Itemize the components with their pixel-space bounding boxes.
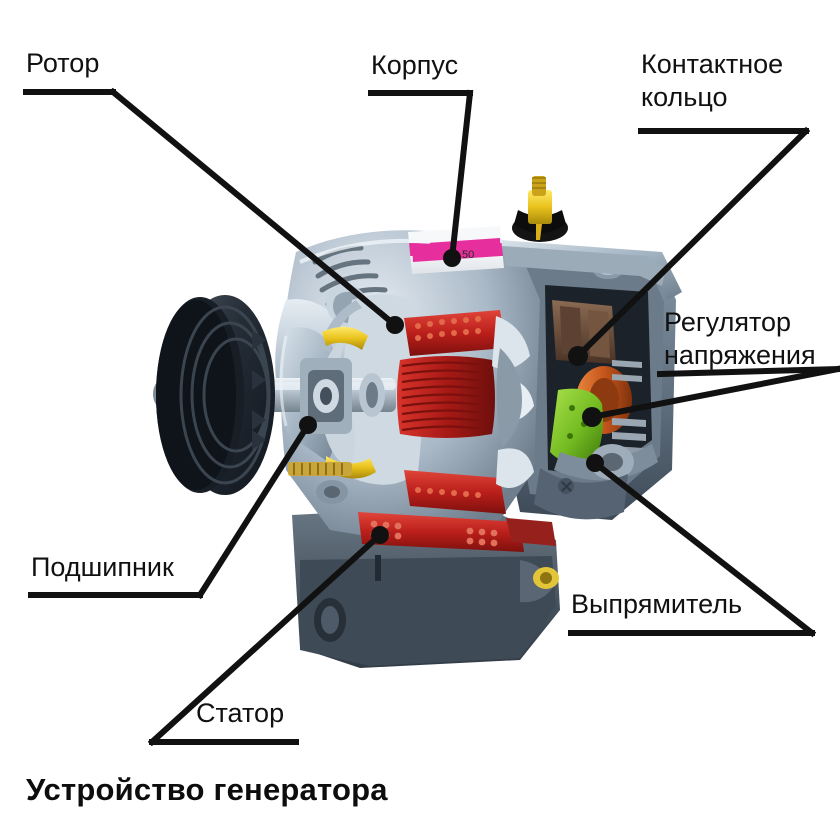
callout-label-stator: Статор	[196, 698, 285, 728]
svg-text:50: 50	[462, 249, 474, 261]
stator-winding	[358, 512, 556, 552]
callout-label-rotor: Ротор	[26, 48, 100, 78]
yellow-clamp-top	[322, 326, 368, 350]
b-plus-terminal	[512, 176, 568, 242]
rotor-field-winding	[397, 310, 506, 514]
figure-caption: Устройство генератора	[26, 772, 388, 807]
callout-label-bearing: Подшипник	[31, 552, 174, 582]
callout-label-housing: Корпус	[371, 50, 459, 80]
pink-spec-sticker: 50	[408, 226, 504, 274]
callout-label-rectifier: Выпрямитель	[571, 589, 743, 619]
